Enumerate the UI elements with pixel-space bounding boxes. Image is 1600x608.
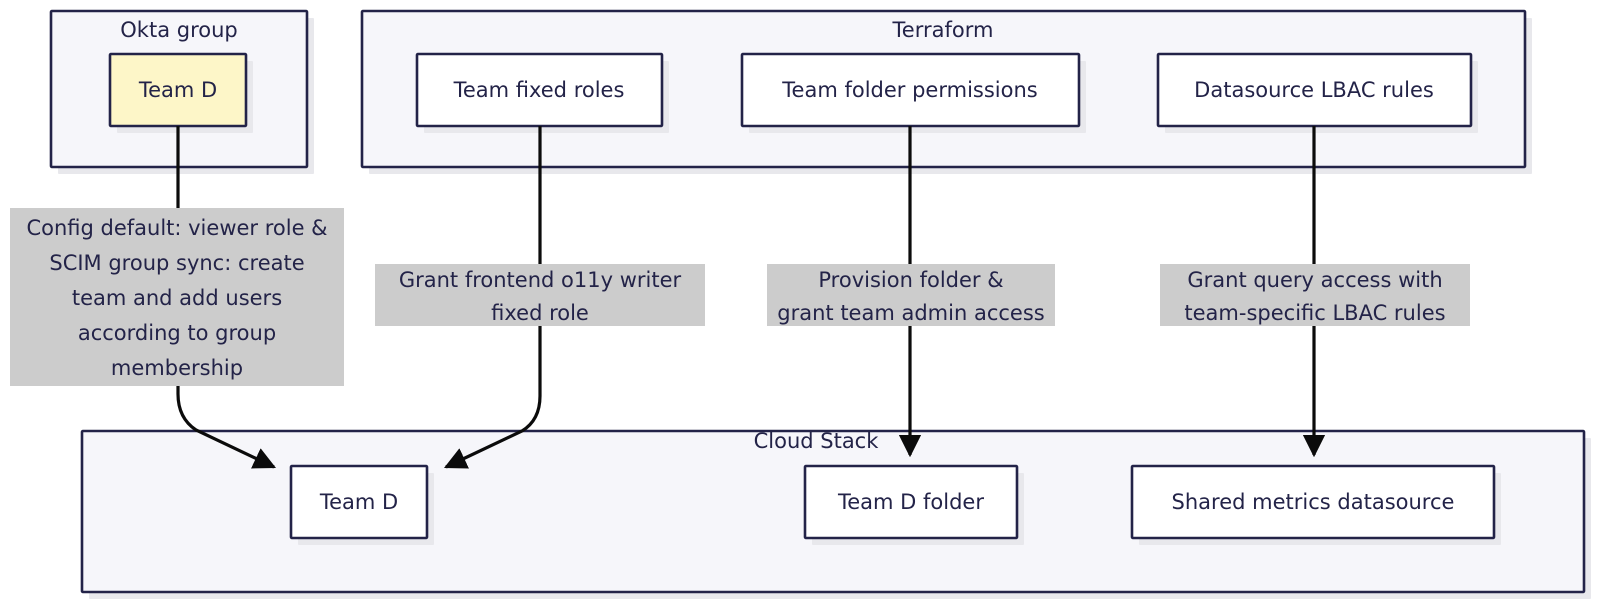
cluster-cloud-stack-label: Cloud Stack [754,429,880,453]
edge-label-lbac-to-datasource-line-1: team-specific LBAC rules [1184,301,1445,325]
node-datasource-lbac-rules-label: Datasource LBAC rules [1194,78,1434,102]
edge-label-fixed-roles-to-team-line-1: fixed role [491,301,589,325]
edge-label-folder-perms-to-folder-line-0: Provision folder & [818,268,1003,292]
edge-label-okta-to-team-bg [10,208,344,386]
edge-label-fixed-roles-to-team-bg [375,264,705,326]
edge-label-okta-to-team-line-0: Config default: viewer role & [26,216,327,240]
node-team-fixed-roles-label: Team fixed roles [453,78,625,102]
node-stack-team-d[interactable] [289,464,429,540]
edge-label-okta-to-team-line-2: team and add users [72,286,282,310]
cluster-terraform: Terraform Team fixed roles Team folder p… [360,9,1532,174]
node-team-folder-permissions-label: Team folder permissions [781,78,1037,102]
edge-okta-to-team [176,126,277,469]
edge-label-lbac-to-datasource-bg [1160,264,1470,326]
cluster-okta-label: Okta group [120,18,237,42]
edge-label-lbac-to-datasource-line-0: Grant query access with [1187,268,1442,292]
node-stack-shared-metrics-datasource[interactable] [1130,464,1496,540]
edge-fixed-roles-to-team [443,126,542,469]
node-stack-team-d-folder-label: Team D folder [837,490,984,514]
edge-label-lbac-to-datasource: Grant query access with team-specific LB… [1160,264,1470,326]
edge-label-okta-to-team: Config default: viewer role & SCIM group… [10,208,344,386]
edge-label-folder-perms-to-folder-line-1: grant team admin access [777,301,1044,325]
edge-label-okta-to-team-line-3: according to group [78,321,276,345]
edge-label-okta-to-team-line-4: membership [111,356,243,380]
edge-label-fixed-roles-to-team-line-0: Grant frontend o11y writer [399,268,682,292]
cluster-terraform-label: Terraform [892,18,994,42]
edge-label-folder-perms-to-folder: Provision folder & grant team admin acce… [767,264,1055,326]
cloud-stack-nodes: Team D Team D folder Shared metrics data… [289,464,1501,545]
node-stack-team-d-label: Team D [319,490,398,514]
cluster-okta-group: Okta group Team D [49,9,314,174]
edge-label-folder-perms-to-folder-bg [767,264,1055,326]
node-okta-team-d-label: Team D [138,78,217,102]
node-stack-shared-metrics-datasource-label: Shared metrics datasource [1172,490,1455,514]
node-stack-team-d-folder[interactable] [803,464,1019,540]
edge-label-okta-to-team-line-1: SCIM group sync: create [49,251,304,275]
edge-label-fixed-roles-to-team: Grant frontend o11y writer fixed role [375,264,705,326]
